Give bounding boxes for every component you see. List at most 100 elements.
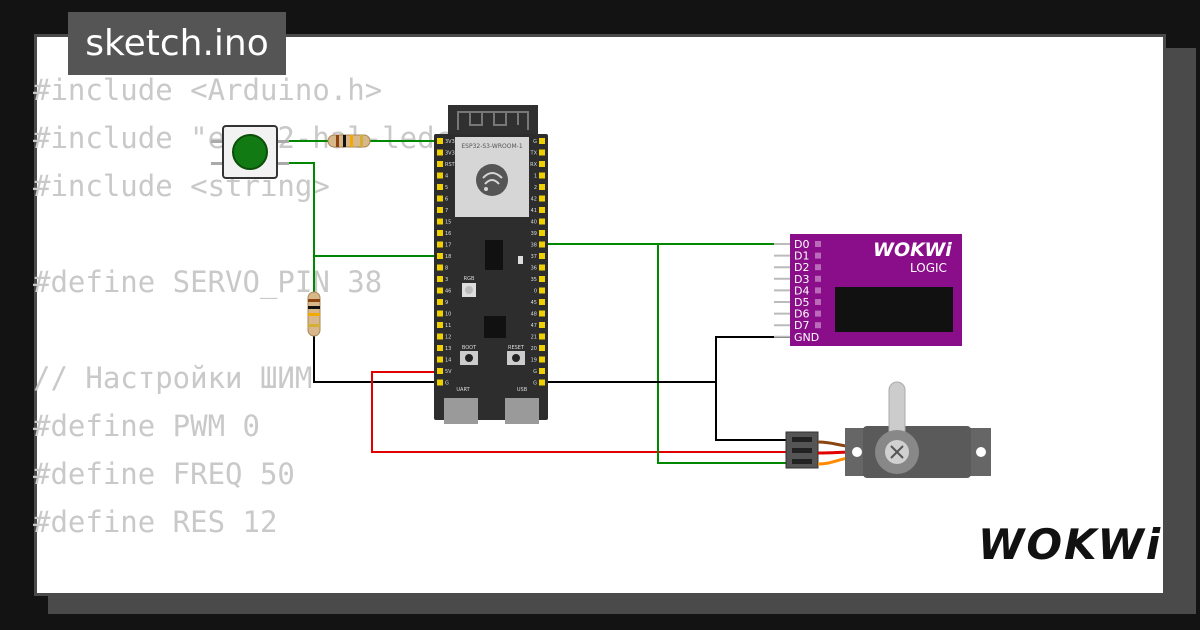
right-pin-label: 36 xyxy=(531,266,537,272)
right-pin[interactable] xyxy=(539,322,545,328)
right-pin[interactable] xyxy=(539,333,545,340)
right-pin[interactable] xyxy=(539,253,545,259)
left-pin[interactable] xyxy=(437,241,443,248)
analyzer-channel-label: D6 xyxy=(794,308,809,321)
wire-5v[interactable] xyxy=(371,371,790,453)
right-pin[interactable] xyxy=(539,379,545,386)
code-line: #define RES 12 xyxy=(33,505,278,539)
right-pin[interactable] xyxy=(539,264,545,271)
right-pin-label: 19 xyxy=(531,358,537,364)
boot-label: BOOT xyxy=(462,345,477,351)
analyzer-channel-pad xyxy=(815,310,821,317)
left-pin[interactable] xyxy=(437,161,443,167)
right-pin[interactable] xyxy=(539,276,545,282)
left-pin-label: 18 xyxy=(445,254,451,260)
rgb-label: RGB xyxy=(464,276,475,282)
right-pin[interactable] xyxy=(539,356,545,363)
right-pin[interactable] xyxy=(539,230,545,236)
left-pin-label: 7 xyxy=(445,208,448,214)
left-pin[interactable] xyxy=(437,172,443,179)
right-pin-label: 38 xyxy=(531,243,537,249)
left-pin[interactable] xyxy=(437,379,443,386)
code-line: #include <Arduino.h> xyxy=(33,73,383,107)
right-pin[interactable] xyxy=(539,287,545,294)
right-pin[interactable] xyxy=(539,218,545,225)
left-pin-label: 11 xyxy=(445,323,451,329)
right-pin[interactable] xyxy=(539,184,545,190)
wire-gnd-right[interactable] xyxy=(540,336,790,383)
usb-label: USB xyxy=(517,387,528,393)
analyzer-pins xyxy=(774,243,792,338)
analyzer-channel-label: D4 xyxy=(794,284,809,297)
left-pin[interactable] xyxy=(437,322,443,328)
left-pin[interactable] xyxy=(437,264,443,271)
wires xyxy=(282,140,790,464)
right-pin[interactable] xyxy=(539,241,545,248)
left-pin[interactable] xyxy=(437,184,443,190)
analyzer-channel-pad xyxy=(815,241,821,247)
servo-motor[interactable] xyxy=(785,381,991,478)
left-pin[interactable] xyxy=(437,299,443,305)
right-pin-label: G xyxy=(533,369,537,375)
right-pin[interactable] xyxy=(539,368,545,374)
left-pin[interactable] xyxy=(437,230,443,236)
right-pin-label: 21 xyxy=(531,335,537,341)
left-pin[interactable] xyxy=(437,368,443,374)
uart-port[interactable] xyxy=(444,398,478,424)
right-pin[interactable] xyxy=(539,195,545,202)
left-pin[interactable] xyxy=(437,253,443,259)
pushbutton[interactable] xyxy=(211,125,289,179)
left-pin-label: 46 xyxy=(445,289,451,295)
left-pin[interactable] xyxy=(437,149,443,156)
button-cap[interactable] xyxy=(232,134,268,170)
file-tab[interactable]: sketch.ino xyxy=(68,12,286,75)
right-pin-label: 2 xyxy=(534,185,537,191)
right-pin[interactable] xyxy=(539,138,545,144)
left-pin[interactable] xyxy=(437,138,443,144)
code-line: #include <string> xyxy=(33,169,330,203)
left-pin-label: G xyxy=(445,381,449,387)
resistor-horizontal xyxy=(327,134,371,148)
wire-gnd-servo[interactable] xyxy=(715,382,790,441)
analyzer-display xyxy=(835,287,953,332)
analyzer-channel-pad xyxy=(815,252,821,259)
right-pin-label: 1 xyxy=(534,174,537,180)
right-pin[interactable] xyxy=(539,345,545,351)
right-pin[interactable] xyxy=(539,310,545,317)
left-pin-label: 3V3 xyxy=(445,151,455,157)
right-pin[interactable] xyxy=(539,149,545,156)
left-pin[interactable] xyxy=(437,276,443,282)
left-pin[interactable] xyxy=(437,333,443,340)
analyzer-channel-pad xyxy=(815,299,821,305)
right-pin-label: TX xyxy=(530,151,538,157)
reset-label: RESET xyxy=(508,345,525,351)
right-pin[interactable] xyxy=(539,299,545,305)
right-pin[interactable] xyxy=(539,207,545,213)
left-pin[interactable] xyxy=(437,356,443,363)
analyzer-channel-pad xyxy=(815,275,821,282)
wire-ground-left[interactable] xyxy=(313,336,440,383)
wokwi-logo: WOKWi xyxy=(978,520,1163,569)
left-pin[interactable] xyxy=(437,310,443,317)
right-pin[interactable] xyxy=(539,161,545,167)
left-pin[interactable] xyxy=(437,195,443,202)
analyzer-channel-pad xyxy=(815,264,821,271)
left-pin[interactable] xyxy=(437,218,443,225)
left-pin-label: 4 xyxy=(445,174,448,180)
wire-signal-servo[interactable] xyxy=(657,244,790,464)
right-pin-label: 48 xyxy=(531,312,537,318)
esp32-board[interactable]: ESP32-S3-WROOM-1 RGB BOOT RESET UART USB… xyxy=(434,105,548,424)
analyzer-channel-label: D0 xyxy=(794,238,809,251)
wire-button-pin18[interactable] xyxy=(282,162,440,257)
left-pin[interactable] xyxy=(437,345,443,351)
usb-port[interactable] xyxy=(505,398,539,424)
right-pin-label: 47 xyxy=(531,323,537,329)
analyzer-channel-pad xyxy=(815,322,821,329)
right-pin[interactable] xyxy=(539,172,545,179)
left-pin[interactable] xyxy=(437,207,443,213)
left-pin[interactable] xyxy=(437,287,443,294)
